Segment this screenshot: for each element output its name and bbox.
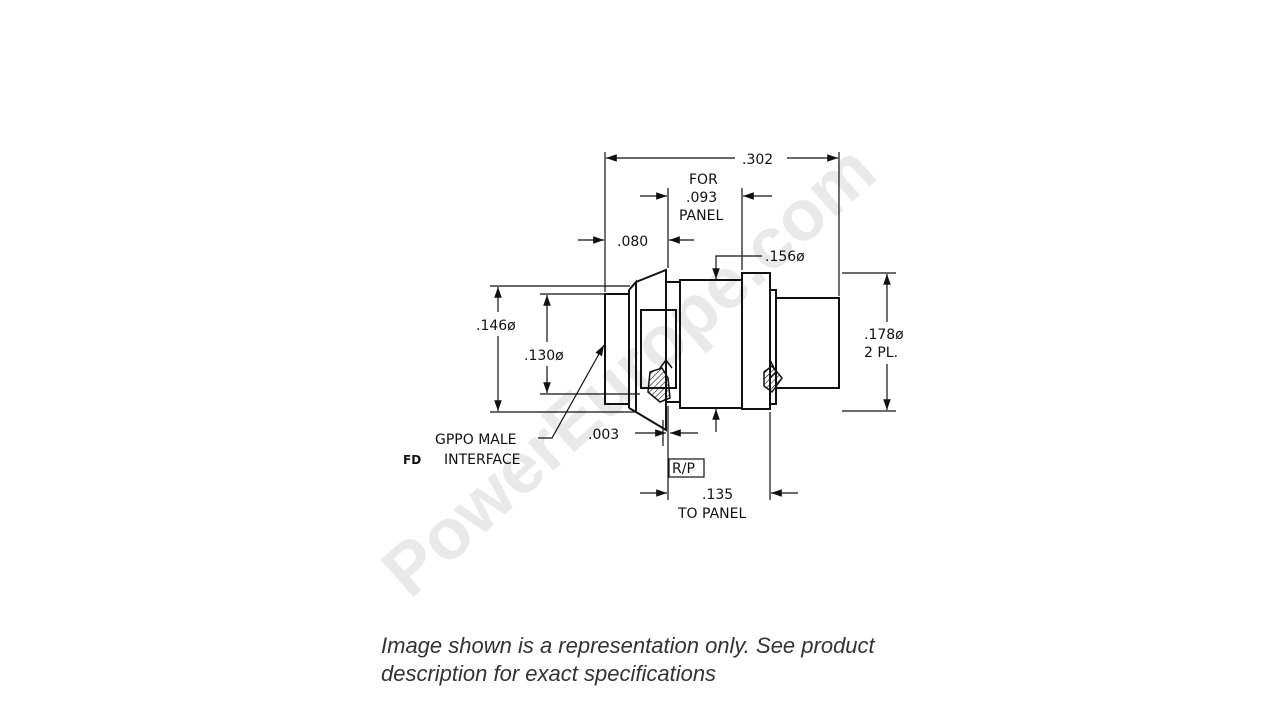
dimension-front-length: .080 <box>578 234 694 250</box>
rear-diameter-label: .178ø <box>864 327 904 343</box>
dimension-to-panel: .135 TO PANEL <box>640 487 798 522</box>
interface-line2-label: INTERFACE <box>444 452 520 468</box>
caption-line-1: Image shown is a representation only. Se… <box>381 633 875 658</box>
outer-diameter-label: .146ø <box>476 318 516 334</box>
dimension-overall-length: .302 <box>606 152 838 168</box>
panel-for-label: FOR <box>689 172 718 188</box>
retaining-clip-front <box>647 358 673 403</box>
dimension-rear-diameter: .178ø 2 PL. <box>864 274 904 410</box>
dimension-body-diameter: .156ø <box>712 249 805 432</box>
variant-tag-label: FD <box>403 453 421 467</box>
connector-body <box>604 268 840 432</box>
caption-line-2: description for exact specifications <box>381 661 717 686</box>
to-panel-value-label: .135 <box>702 487 733 503</box>
front-length-label: .080 <box>617 234 648 250</box>
gap-label: .003 <box>588 427 619 443</box>
dimension-inner-diameter: .130ø <box>524 295 564 393</box>
interface-line1-label: GPPO MALE <box>435 432 517 448</box>
dimension-gap: .003 <box>588 420 698 446</box>
rear-diameter-qty-label: 2 PL. <box>864 345 898 361</box>
panel-word-label: PANEL <box>679 208 723 224</box>
panel-thickness-label: .093 <box>686 190 717 206</box>
to-panel-text-label: TO PANEL <box>677 506 746 522</box>
body-diameter-label: .156ø <box>765 249 805 265</box>
interface-callout: GPPO MALE INTERFACE FD <box>403 344 605 468</box>
inner-diameter-label: .130ø <box>524 348 564 364</box>
retaining-clip-rear <box>763 359 783 394</box>
disclaimer-caption: Image shown is a representation only. Se… <box>381 632 941 688</box>
dimension-outer-diameter: .146ø <box>476 287 516 411</box>
extension-lines <box>490 152 896 500</box>
overall-length-label: .302 <box>742 152 773 168</box>
reference-plane-label: R/P <box>672 461 695 477</box>
reference-plane-box: R/P <box>668 458 705 478</box>
dimension-panel-thickness: FOR .093 PANEL <box>640 172 772 224</box>
